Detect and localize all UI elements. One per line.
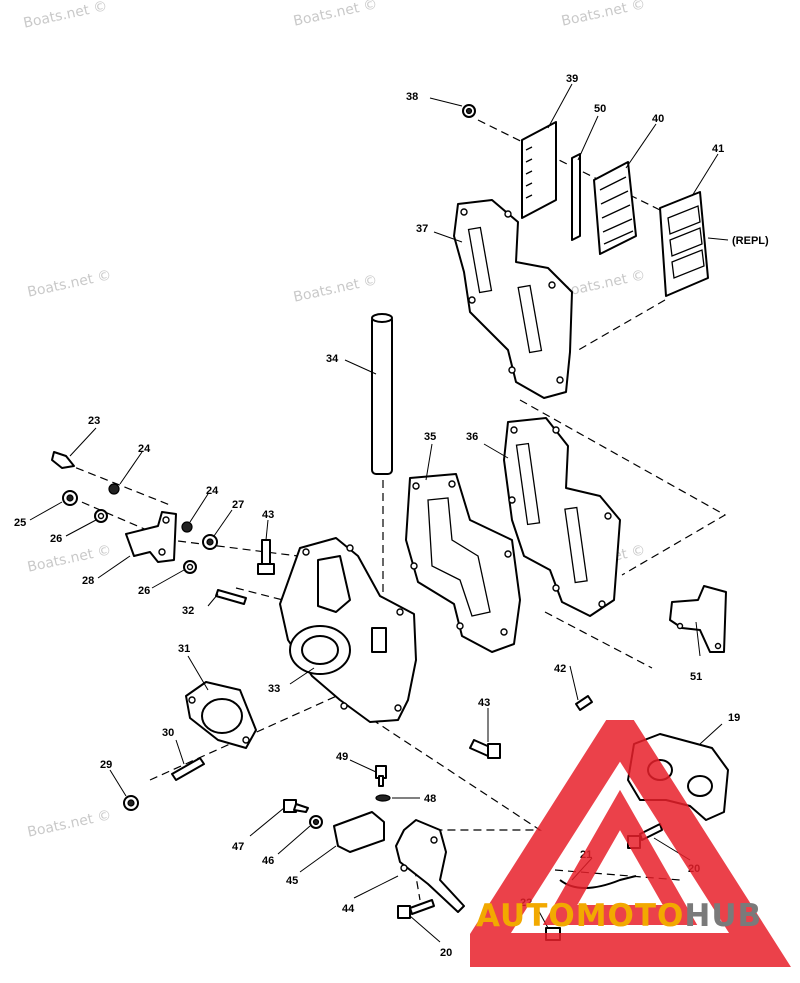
callout-47: 47	[232, 841, 244, 853]
part-26-washer	[183, 560, 197, 574]
part-27-nut	[202, 534, 218, 550]
part-35-plate	[405, 473, 521, 653]
part-24-washer	[108, 483, 120, 495]
part-29-nut	[123, 795, 139, 811]
part-33-manifold	[279, 537, 417, 723]
logo-text: AUTOMOTOHUB	[476, 898, 762, 934]
callout-49: 49	[336, 751, 348, 763]
repl-note: (REPL)	[732, 235, 769, 247]
part-36-gasket	[503, 417, 621, 617]
part-48-washer	[375, 794, 391, 802]
part-30-stud	[171, 757, 205, 781]
callout-51: 51	[690, 671, 702, 683]
callout-34: 34	[326, 353, 339, 365]
part-24-washer	[181, 521, 193, 533]
part-44-bracket	[395, 819, 465, 913]
part-42-screw	[575, 695, 593, 711]
part-38-screw	[462, 104, 476, 118]
part-39-plate	[521, 121, 557, 219]
callout-41: 41	[712, 143, 724, 155]
part-45-clamp	[333, 811, 385, 853]
callout-20: 20	[440, 947, 452, 959]
callout-44: 44	[342, 903, 355, 915]
part-37-gasket	[453, 199, 573, 399]
callout-27: 27	[232, 499, 244, 511]
part-23-stud	[51, 451, 75, 469]
part-46-washer	[309, 815, 323, 829]
part-32-stud	[215, 589, 247, 605]
part-34-tube	[371, 313, 393, 475]
callout-43: 43	[478, 697, 490, 709]
callout-46: 46	[262, 855, 274, 867]
part-40-reeds	[593, 161, 637, 255]
part-20-bolt	[397, 899, 435, 919]
callout-26: 26	[138, 585, 150, 597]
callout-29: 29	[100, 759, 112, 771]
part-49-screw	[375, 765, 387, 787]
callout-38: 38	[406, 91, 418, 103]
automotohub-triangle-logo	[470, 720, 791, 967]
callout-45: 45	[286, 875, 298, 887]
callout-31: 31	[178, 643, 190, 655]
callout-42: 42	[554, 663, 566, 675]
callout-28: 28	[82, 575, 94, 587]
part-43-screw	[257, 539, 275, 575]
callout-23: 23	[88, 415, 100, 427]
callout-35: 35	[424, 431, 436, 443]
part-31-gasket	[185, 681, 257, 749]
callout-40: 40	[652, 113, 664, 125]
callout-37: 37	[416, 223, 428, 235]
callout-numbers: 19 20 20 21 22 23 24 24 25 26 26 27 28 2…	[14, 73, 769, 959]
part-25-nut	[62, 490, 78, 506]
callout-24: 24	[206, 485, 219, 497]
logo-text-hub: HUB	[684, 898, 763, 934]
callout-30: 30	[162, 727, 174, 739]
part-51-plate	[669, 585, 727, 653]
part-21-cable	[559, 875, 637, 889]
callout-43: 43	[262, 509, 274, 521]
callout-32: 32	[182, 605, 194, 617]
part-26-washer	[94, 509, 108, 523]
callout-19: 19	[728, 712, 740, 724]
logo-text-automoto: AUTOMOTO	[476, 898, 685, 934]
part-50-stop	[571, 153, 581, 241]
callout-33: 33	[268, 683, 280, 695]
part-28-bracket	[125, 511, 177, 563]
part-43-screw	[469, 739, 501, 759]
callout-26: 26	[50, 533, 62, 545]
callout-48: 48	[424, 793, 436, 805]
callout-39: 39	[566, 73, 578, 85]
callout-24: 24	[138, 443, 151, 455]
callout-36: 36	[466, 431, 478, 443]
callout-25: 25	[14, 517, 26, 529]
part-41-reed-block	[659, 191, 709, 297]
callout-50: 50	[594, 103, 606, 115]
part-47-screw	[283, 799, 309, 813]
